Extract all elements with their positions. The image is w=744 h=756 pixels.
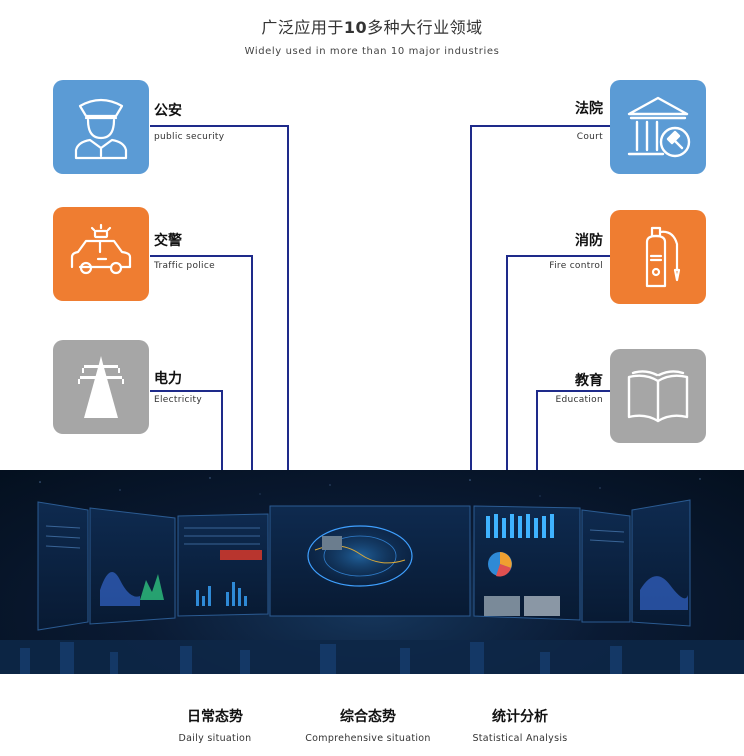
feature-statistics-label: 统计分析: [492, 709, 548, 725]
feature-comprehensive-label-en: Comprehensive situation: [305, 733, 431, 744]
power-tower-icon: [78, 356, 124, 418]
open-book-icon: [627, 370, 689, 423]
education-label-en: Education: [555, 395, 603, 405]
police-officer-icon: [74, 98, 128, 160]
police-tile: [53, 80, 149, 174]
power-label-en: Electricity: [154, 395, 203, 405]
power-label: 电力: [154, 371, 182, 387]
court-label-en: Court: [576, 132, 603, 142]
education-label: 教育: [575, 373, 603, 389]
police-label-en: public security: [154, 132, 225, 142]
feature-statistics-label-en: Statistical Analysis: [472, 733, 568, 744]
fire-label-en: Fire control: [549, 261, 603, 271]
power-tile: [53, 340, 149, 434]
feature-daily-label-en: Daily situation: [178, 733, 252, 744]
feature-daily: 日常态势 Daily situation: [160, 706, 270, 744]
video-wall-illustration: [0, 477, 744, 674]
feature-comprehensive: 综合态势 Comprehensive situation: [298, 706, 438, 744]
court-tile: [610, 80, 706, 174]
connector-court: [470, 125, 610, 470]
courthouse-gavel-icon: [627, 96, 691, 158]
education-tile: [610, 349, 706, 443]
connector-police: [150, 125, 289, 470]
connector-traffic: [150, 255, 253, 470]
court-label: 法院: [575, 101, 603, 117]
fire-label: 消防: [575, 233, 603, 249]
feature-comprehensive-label: 综合态势: [340, 709, 396, 725]
feature-daily-label: 日常态势: [187, 709, 243, 725]
police-car-icon: [70, 223, 132, 275]
dashboard-video-wall-image: [0, 470, 744, 674]
connector-fire: [506, 255, 610, 470]
page-header: 广泛应用于10多种大行业领域 Widely used in more than …: [0, 14, 744, 57]
traffic-label-en: Traffic police: [154, 261, 215, 271]
page-title: 广泛应用于10多种大行业领域: [261, 18, 483, 37]
traffic-tile: [53, 207, 149, 301]
page-subtitle: Widely used in more than 10 major indust…: [244, 46, 500, 57]
police-label: 公安: [154, 103, 182, 119]
traffic-label: 交警: [154, 233, 182, 249]
fire-extinguisher-icon: [645, 226, 681, 288]
feature-statistics: 统计分析 Statistical Analysis: [464, 706, 576, 744]
fire-tile: [610, 210, 706, 304]
